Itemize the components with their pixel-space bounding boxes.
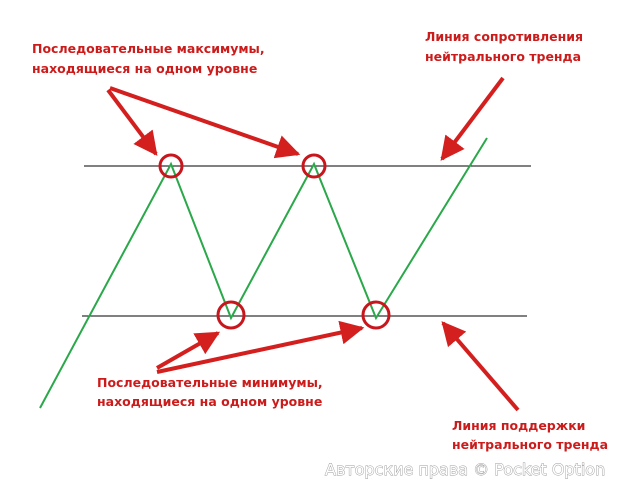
support-label-line2: нейтрального тренда — [452, 437, 608, 452]
arrow-to-high-2 — [109, 86, 301, 159]
high-marker-1 — [158, 153, 184, 179]
highs-label-line2: находящиеся на одном уровне — [32, 61, 257, 76]
arrow-to-low-2 — [156, 320, 365, 374]
price-line — [39, 137, 488, 409]
arrow-to-low-1 — [156, 331, 221, 370]
lows-label-line1: Последовательные минимумы, — [97, 375, 323, 390]
support-label-line1: Линия поддержки — [452, 418, 585, 433]
high-marker-2 — [301, 153, 327, 179]
arrow-to-high-1 — [106, 88, 158, 156]
copyright-watermark: Авторские права © Pocket Option — [325, 460, 605, 479]
highs-label-line1: Последовательные максимумы, — [32, 41, 265, 56]
low-marker-1 — [216, 300, 246, 330]
resistance-label-line2: нейтрального тренда — [425, 49, 581, 64]
lows-label-line2: находящиеся на одном уровне — [97, 394, 322, 409]
resistance-label-line1: Линия сопротивления — [425, 29, 583, 44]
low-marker-2 — [361, 300, 391, 330]
arrow-to-resistance — [440, 76, 505, 161]
arrow-to-support — [441, 321, 520, 412]
